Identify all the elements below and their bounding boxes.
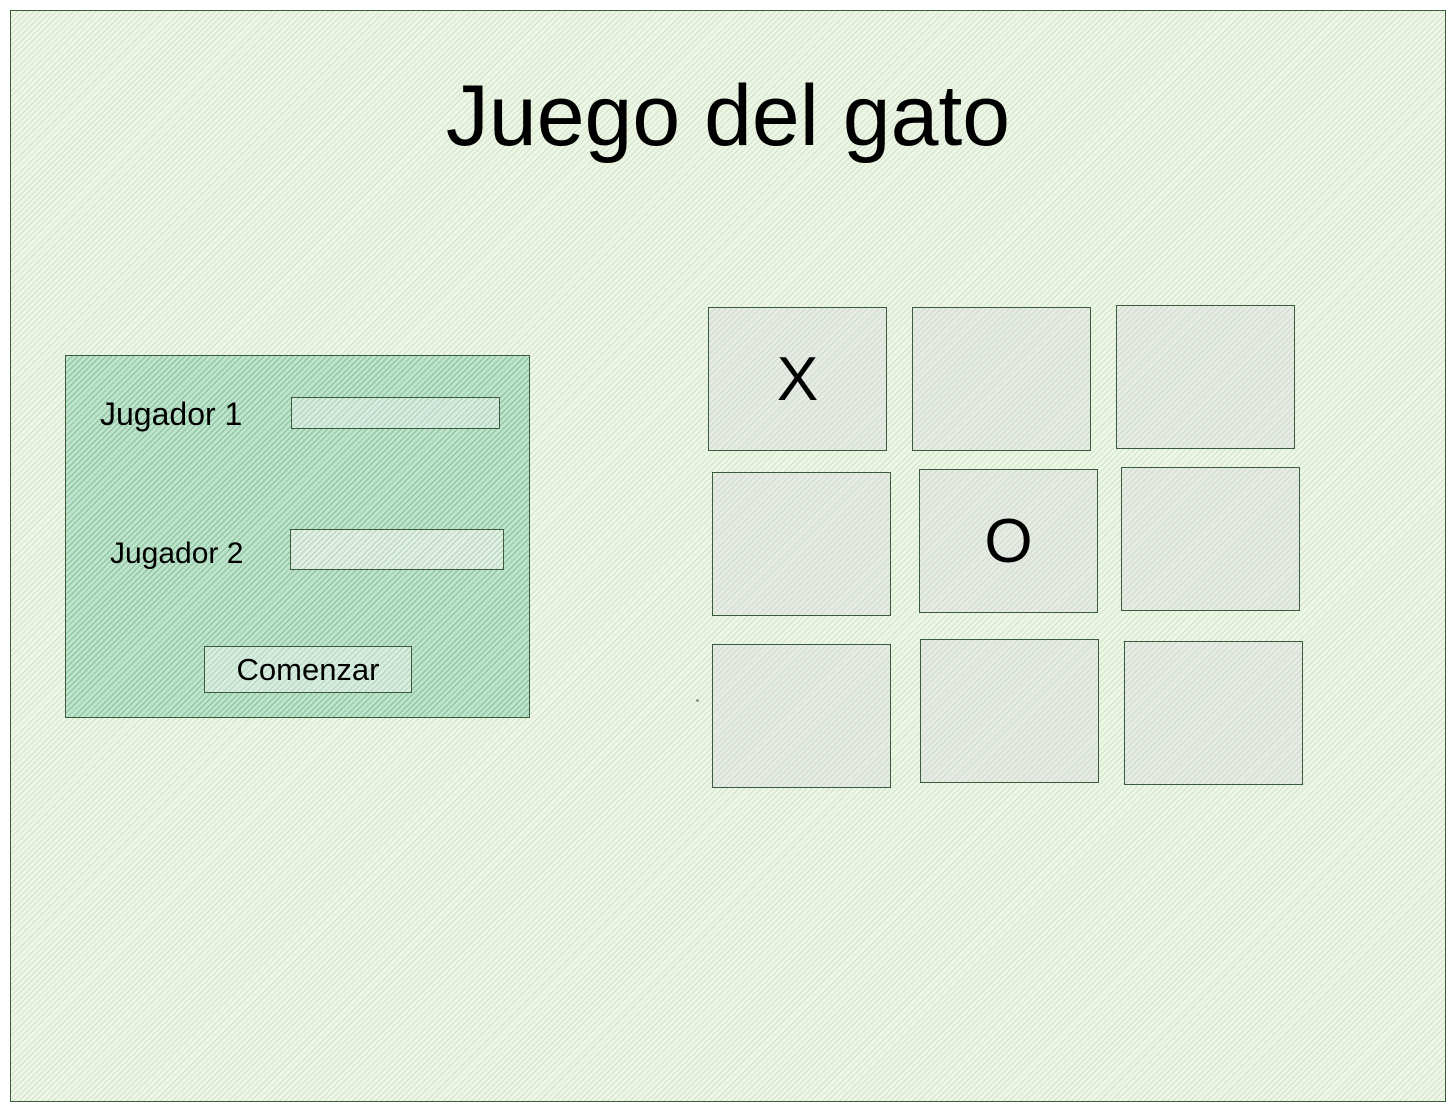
board-cell-1[interactable]: X	[708, 307, 887, 451]
board-cell-5[interactable]: O	[919, 469, 1098, 613]
board-cell-2[interactable]	[912, 307, 1091, 451]
stray-dot	[696, 699, 699, 702]
board-cell-9[interactable]	[1124, 641, 1303, 785]
player1-label: Jugador 1	[100, 396, 243, 432]
board-cell-3[interactable]	[1116, 305, 1295, 449]
board-cell-8[interactable]	[920, 639, 1099, 783]
page-title: Juego del gato	[445, 68, 1011, 164]
start-button[interactable]: Comenzar	[204, 646, 412, 693]
player2-label: Jugador 2	[110, 537, 244, 570]
game-page: Juego del gato Jugador 1 Jugador 2 Comen…	[10, 10, 1446, 1102]
player-setup-panel: Jugador 1 Jugador 2 Comenzar	[65, 355, 530, 718]
player1-input[interactable]	[291, 397, 500, 429]
board-cell-4[interactable]	[712, 472, 891, 616]
board-cell-7[interactable]	[712, 644, 891, 788]
board-cell-6[interactable]	[1121, 467, 1300, 611]
player2-input[interactable]	[290, 529, 504, 570]
